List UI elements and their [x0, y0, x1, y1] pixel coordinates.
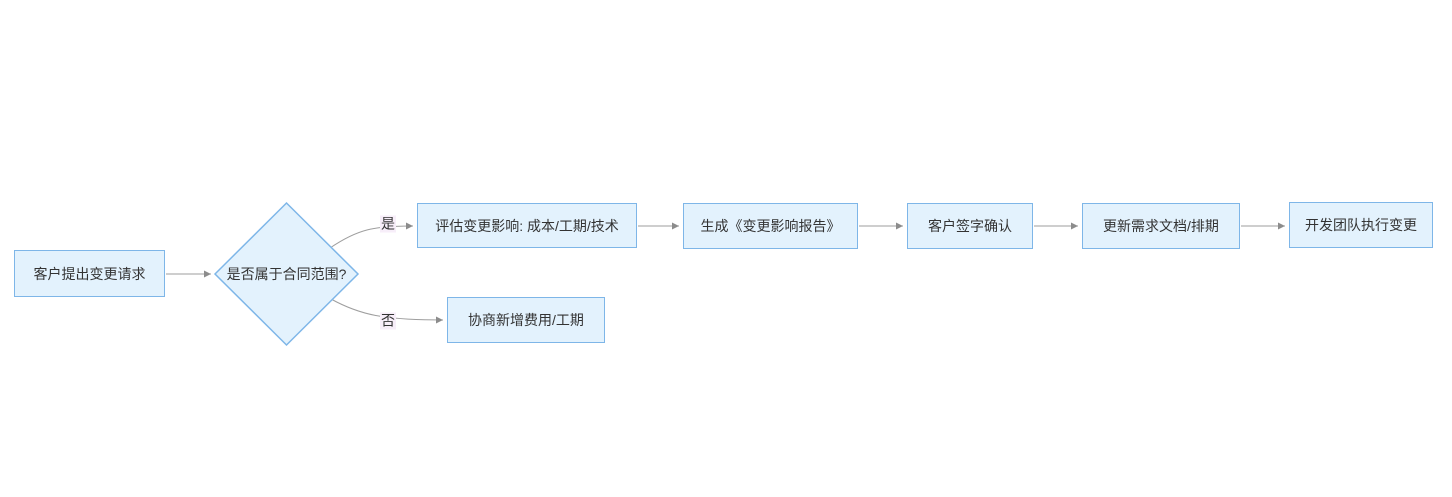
node-assess-change-impact: 评估变更影响: 成本/工期/技术 — [417, 203, 637, 248]
edge-label-no: 否 — [380, 312, 396, 330]
node-update-docs-schedule: 更新需求文档/排期 — [1082, 203, 1240, 249]
edge-label-yes: 是 — [380, 215, 396, 233]
node-customer-sign-confirm: 客户签字确认 — [907, 203, 1033, 249]
node-negotiate-fees-schedule: 协商新增费用/工期 — [447, 297, 605, 343]
node-decision-contract-scope: 是否属于合同范围? — [226, 266, 347, 282]
node-dev-team-execute: 开发团队执行变更 — [1289, 202, 1433, 248]
edge-decision-to-negotiate — [330, 298, 444, 324]
decision-diamond-shape — [213, 201, 360, 347]
edge-decision-to-assess — [329, 222, 414, 249]
node-generate-impact-report: 生成《变更影响报告》 — [683, 203, 858, 249]
node-customer-change-request: 客户提出变更请求 — [14, 250, 165, 297]
